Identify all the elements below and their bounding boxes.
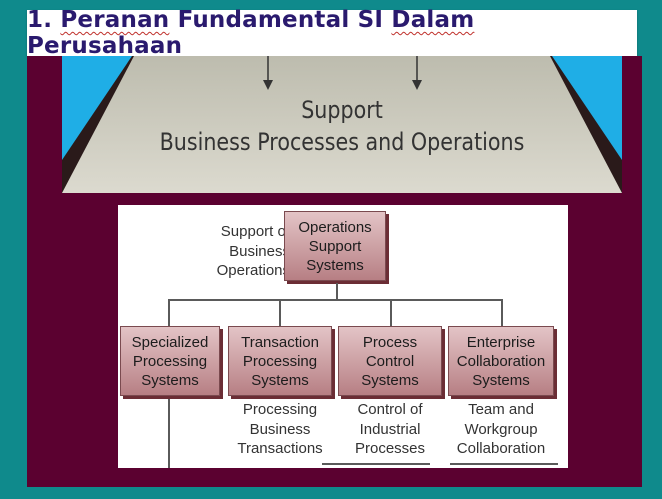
org-chart: Support of Business Operations Operation… [118, 205, 568, 468]
next-box-top-edge-2 [450, 463, 558, 465]
child-caption-4: Team and Workgroup Collaboration [456, 401, 546, 457]
connector-child-3 [390, 299, 392, 326]
side-label: Support of Business Operations [216, 223, 290, 279]
child-box-transaction-processing: Transaction Processing Systems [228, 326, 332, 396]
support-line-2: Business Processes and Operations [159, 128, 525, 156]
connector-root [336, 283, 338, 299]
title-word-3: SI [357, 7, 384, 33]
support-banner-text: Support Business Processes and Operation… [101, 94, 583, 158]
connector-horizontal [168, 299, 502, 301]
child-box-specialized-processing: Specialized Processing Systems [120, 326, 220, 396]
arrow-down-icon [263, 80, 273, 90]
next-box-top-edge-1 [322, 463, 430, 465]
root-box-operations-support: Operations Support Systems [284, 211, 386, 281]
left-blue-wedge [62, 56, 132, 160]
title-word-2: Fundamental [177, 7, 350, 33]
title-word-5: Perusahaan [27, 33, 183, 59]
child-caption-3: Control of Industrial Processes [354, 401, 426, 457]
title-word-4: Dalam [391, 7, 475, 33]
slide-title-bar: 1. Peranan Fundamental SI Dalam Perusaha… [27, 7, 637, 59]
slide-title: 1. Peranan Fundamental SI Dalam Perusaha… [27, 7, 637, 59]
connector-child-4 [501, 299, 503, 326]
support-line-1: Support [301, 96, 383, 124]
title-word-1: Peranan [60, 7, 170, 33]
support-trapezoid [62, 56, 622, 193]
child-caption-2: Processing Business Transactions [237, 401, 323, 457]
arrow-down-icon [412, 80, 422, 90]
connector-child-1 [168, 299, 170, 326]
child-box-process-control: Process Control Systems [338, 326, 442, 396]
right-blue-wedge [552, 56, 622, 160]
support-banner-image [62, 56, 622, 193]
title-number: 1. [27, 7, 53, 33]
connector-down-child-1 [168, 397, 170, 468]
child-box-enterprise-collaboration: Enterprise Collaboration Systems [448, 326, 554, 396]
connector-child-2 [279, 299, 281, 326]
